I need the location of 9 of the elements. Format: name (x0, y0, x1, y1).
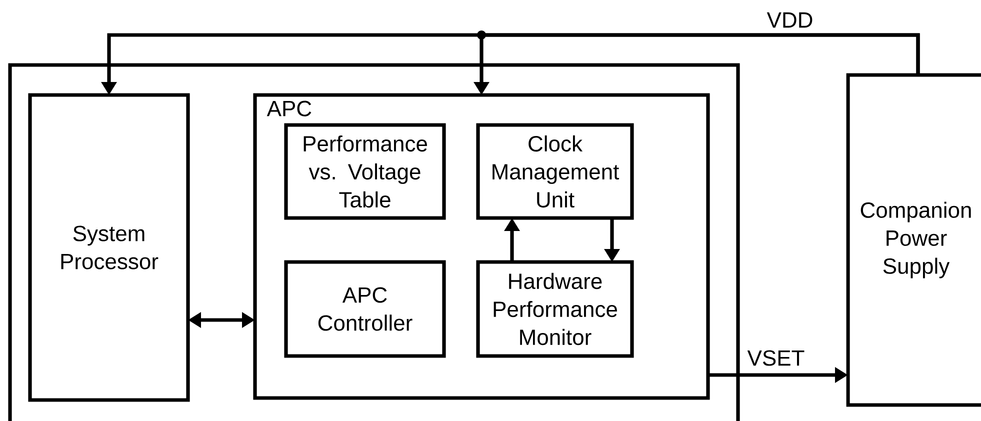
chip-outline (8, 63, 740, 421)
block-box: Clock Management Unit (476, 123, 634, 220)
edge-label: VDD (766, 11, 814, 29)
edge-label: VSET (746, 349, 806, 367)
block-box: Performance vs. Voltage Table (284, 123, 446, 220)
power-supply-box: Companion Power Supply (846, 73, 981, 407)
processor-box: System Processor (28, 93, 190, 402)
block-box: APC Controller (284, 260, 446, 358)
block-box: Hardware Performance Monitor (476, 260, 634, 358)
